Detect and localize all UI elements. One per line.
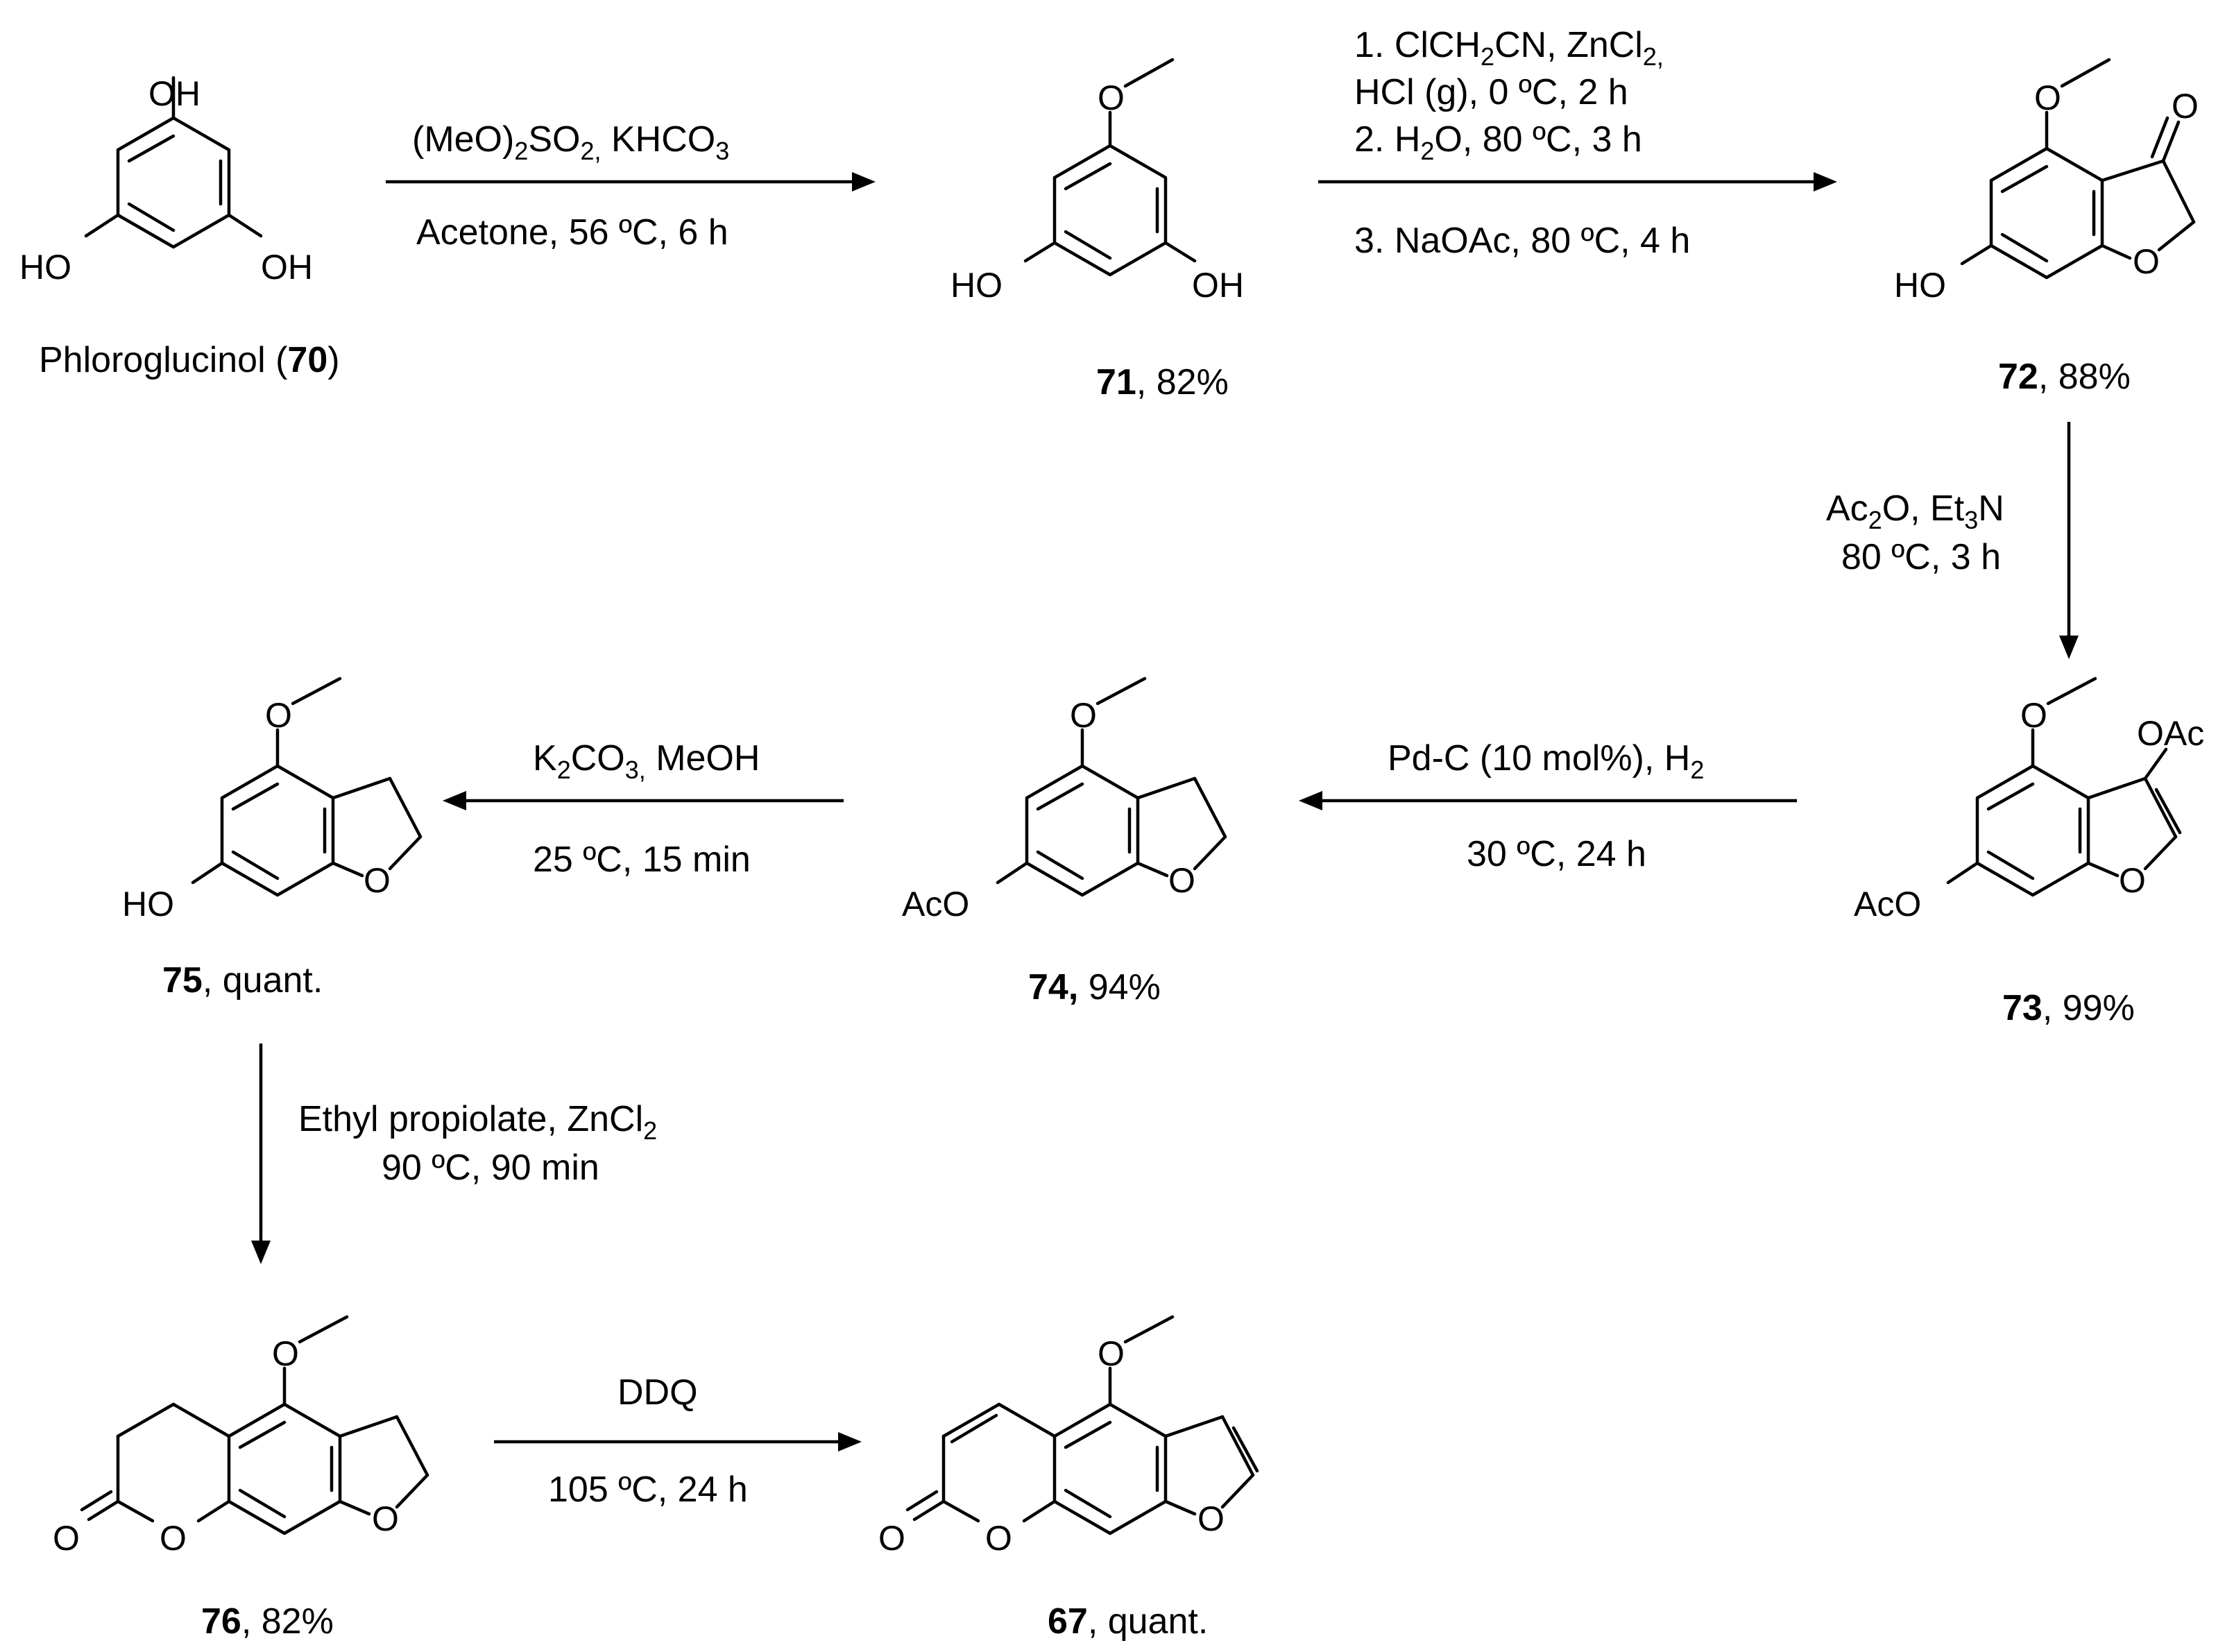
- atom-o-carbonyl-76: O: [53, 1519, 80, 1558]
- atom-o-methoxy-71: O: [1098, 78, 1125, 117]
- atom-ho-75: HO: [122, 885, 174, 923]
- conditions-step5-below: 25 ºC, 15 min: [533, 840, 751, 880]
- atom-oac-73: OAc: [2137, 714, 2204, 753]
- atom-o-methoxy-74: O: [1070, 696, 1097, 735]
- conditions-step2-line1: 1. ClCH2CN, ZnCl2,: [1354, 25, 1664, 71]
- atom-oh-71: OH: [1192, 266, 1244, 305]
- label-71: 71, 82%: [1096, 362, 1229, 402]
- atom-o-ring-72: O: [2133, 242, 2160, 281]
- atom-o-lactone-67: O: [985, 1519, 1012, 1558]
- conditions-step4-below: 30 ºC, 24 h: [1467, 834, 1646, 874]
- arrow-step4: [1299, 791, 1797, 810]
- label-67: 67, quant.: [1048, 1601, 1208, 1642]
- atom-o-carbonyl-67: O: [878, 1519, 905, 1558]
- structure-67: O O O O: [878, 1315, 1259, 1558]
- atom-oh-top: OH: [148, 74, 201, 113]
- conditions-step6-line1: Ethyl propiolate, ZnCl2: [298, 1099, 657, 1145]
- label-76: 76, 82%: [201, 1601, 334, 1642]
- arrow-step7: [494, 1432, 862, 1451]
- atom-ho-71: HO: [950, 266, 1003, 305]
- conditions-step5-above: K2CO3, MeOH: [533, 738, 760, 784]
- atom-o-methoxy-73: O: [2020, 696, 2047, 735]
- structure-75: O O HO: [122, 676, 423, 923]
- structure-76: O O O O: [53, 1315, 429, 1558]
- atom-o-methoxy-76: O: [272, 1334, 299, 1373]
- atom-o-ring-74: O: [1168, 861, 1195, 900]
- conditions-step3-line2: 80 ºC, 3 h: [1841, 537, 2001, 577]
- atom-oh-right: OH: [261, 248, 313, 287]
- atom-o-furan-67: O: [1197, 1499, 1225, 1538]
- conditions-step1-below: Acetone, 56 ºC, 6 h: [416, 212, 728, 253]
- conditions-step2-line3: 2. H2O, 80 ºC, 3 h: [1354, 119, 1642, 165]
- structure-70: OH OH HO: [19, 74, 313, 287]
- label-74: 74, 94%: [1028, 967, 1161, 1007]
- conditions-step2-line2: HCl (g), 0 ºC, 2 h: [1354, 72, 1628, 112]
- atom-o-ring-75: O: [364, 861, 391, 900]
- structure-72: O O O HO: [1894, 58, 2199, 305]
- atom-o-methoxy-72: O: [2034, 78, 2061, 117]
- arrow-step3: [2059, 422, 2079, 659]
- label-72: 72, 88%: [1998, 357, 2131, 397]
- arrow-step6: [251, 1044, 271, 1264]
- atom-aco-74: AcO: [902, 885, 969, 923]
- arrow-step1: [386, 172, 876, 191]
- conditions-step4-above: Pd-C (10 mol%), H2: [1388, 738, 1704, 784]
- arrow-step2: [1318, 172, 1837, 191]
- conditions-step1-above: (MeO)2SO2, KHCO3: [412, 119, 729, 165]
- atom-o-ring-73: O: [2119, 861, 2146, 900]
- atom-o-furan-76: O: [372, 1499, 399, 1538]
- atom-ho-72: HO: [1894, 266, 1946, 305]
- atom-ho-left: HO: [19, 248, 71, 287]
- conditions-step7-above: DDQ: [617, 1372, 698, 1413]
- atom-o-ketone-72: O: [2172, 87, 2199, 126]
- arrow-step5: [443, 791, 844, 810]
- structure-74: O O AcO: [902, 676, 1227, 923]
- atom-aco-73: AcO: [1854, 885, 1921, 923]
- atom-o-methoxy-75: O: [265, 696, 292, 735]
- label-70: Phloroglucinol (70): [39, 340, 340, 380]
- conditions-step2-line4: 3. NaOAc, 80 ºC, 4 h: [1354, 221, 1690, 261]
- conditions-step6-line2: 90 ºC, 90 min: [382, 1148, 599, 1188]
- structure-71: O OH HO: [950, 58, 1244, 305]
- conditions-step7-below: 105 ºC, 24 h: [548, 1470, 748, 1510]
- atom-o-lactone-76: O: [160, 1519, 187, 1558]
- label-73: 73, 99%: [2002, 988, 2135, 1028]
- conditions-step3-line1: Ac2O, Et3N: [1826, 488, 2004, 534]
- atom-o-methoxy-67: O: [1098, 1334, 1125, 1373]
- structure-73: O OAc O AcO: [1854, 676, 2204, 923]
- label-75: 75, quant.: [162, 960, 323, 1000]
